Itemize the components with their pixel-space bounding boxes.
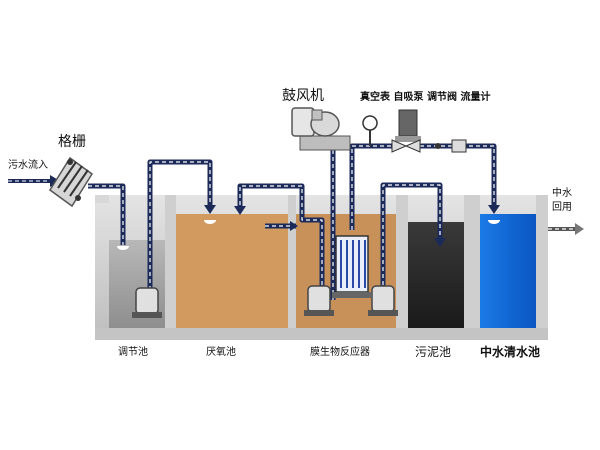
partition-wall	[288, 195, 296, 328]
partition-wall	[396, 195, 408, 328]
screen-label: 格栅	[58, 134, 86, 150]
self-priming-pump-icon	[395, 109, 421, 142]
inlet-marker	[204, 220, 216, 224]
basin-floor	[95, 328, 548, 340]
flow-arrow	[290, 221, 298, 231]
bar-screen-icon	[48, 156, 94, 208]
pipe-network	[88, 143, 497, 300]
mbr-tank-label: 膜生物反应器	[310, 345, 370, 358]
anoxic-tank	[176, 214, 288, 328]
reclaimed-tank-label: 中水清水池	[480, 344, 540, 359]
flow-arrow	[488, 205, 500, 214]
valve-fitting-icon	[435, 143, 441, 149]
flow-meter-icon	[451, 139, 467, 153]
pump-icon	[368, 285, 398, 316]
reclaimed-reuse-label-1: 中水	[552, 186, 572, 199]
instruments-label: 真空表 自吸泵 调节阀 流量计	[360, 90, 490, 103]
reclaimed-reuse-label-2: 回用	[552, 201, 572, 213]
sludge-tank	[408, 222, 464, 328]
blower-label: 鼓风机	[282, 88, 324, 104]
regulating-tank-label: 调节池	[118, 345, 148, 358]
reclaimed-water-tank	[480, 214, 536, 328]
blower-icon	[291, 107, 351, 151]
outflow-arrow	[548, 223, 584, 235]
pump-icon	[132, 287, 162, 318]
sludge-tank-label: 污泥池	[415, 345, 451, 359]
regulating-valve-icon	[391, 139, 421, 153]
anoxic-tank-label: 厌氧池	[206, 345, 236, 358]
inlet-marker	[488, 220, 500, 224]
flow-arrow	[234, 206, 246, 215]
flow-arrow	[434, 238, 446, 247]
partition-wall	[464, 195, 480, 328]
inflow-label: 污水流入	[8, 158, 48, 171]
flow-arrow	[204, 205, 216, 214]
membrane-module-icon	[332, 235, 372, 298]
outer-wall-right	[536, 195, 548, 328]
pump-icon	[304, 285, 334, 316]
vacuum-gauge-icon	[362, 115, 378, 146]
partition-wall	[165, 195, 176, 328]
inlet-marker	[117, 246, 129, 250]
